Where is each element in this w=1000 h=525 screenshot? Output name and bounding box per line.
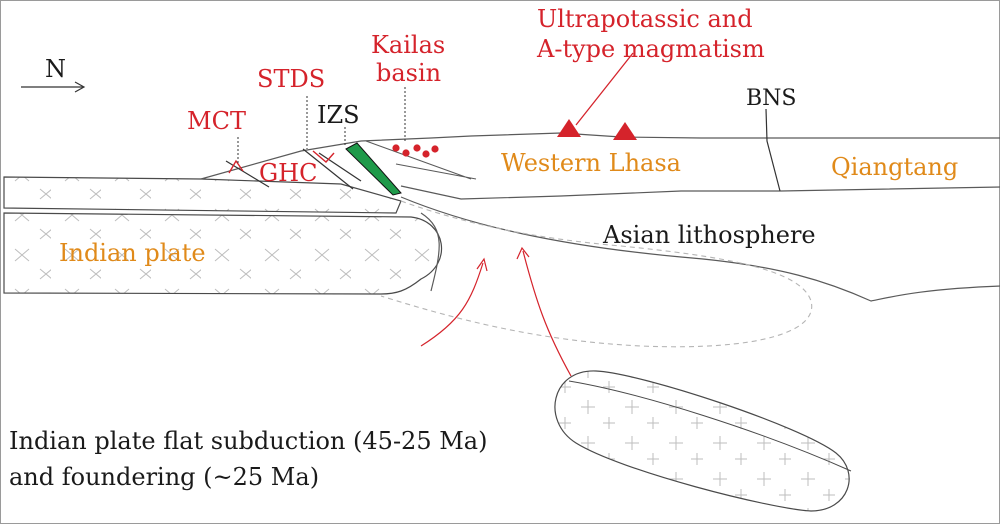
volcano-triangle: [613, 122, 637, 140]
basin-dot: [431, 145, 439, 153]
kailas-wedge-line: [365, 140, 477, 180]
north-label: N: [45, 55, 66, 83]
upper-crust-base: [400, 185, 1000, 200]
indian-crust-band: [3, 176, 402, 214]
dashed-paleo-slab: [380, 200, 813, 348]
upper-plate-surface: [200, 132, 1000, 180]
magmatism-label-line1: Ultrapotassic and: [537, 5, 753, 33]
magmatism-leader: [575, 52, 634, 126]
foundered-slab-inner-line: [568, 380, 852, 472]
bns-fault: [765, 108, 781, 192]
indian-plate-slab: [3, 212, 443, 295]
basin-dot: [413, 144, 421, 152]
arrowhead: [516, 246, 530, 260]
izs-label: IZS: [317, 101, 360, 129]
mantle-flow-arrow-left: [420, 262, 484, 347]
stds-thrust-symbol: [312, 150, 335, 163]
subduction-interface: [400, 196, 1000, 302]
asian-lithosphere-base: [420, 212, 440, 292]
mct-thrust-symbol: [228, 159, 244, 174]
magmatism-label-line2: A-type magmatism: [536, 35, 765, 63]
kailas-label-line1: Kailas: [371, 31, 445, 59]
western-lhasa-label: Western Lhasa: [501, 149, 681, 177]
caption-line2: and foundering (~25 Ma): [9, 463, 319, 491]
qiangtang-label: Qiangtang: [831, 153, 958, 181]
kailas-basin-sediments: [392, 144, 439, 158]
basin-dot: [392, 144, 400, 152]
north-arrowhead: [74, 81, 86, 93]
ghc-fault: [318, 152, 362, 182]
volcano-triangle: [557, 119, 581, 137]
arrowhead: [476, 257, 488, 272]
kailas-label-line2: basin: [376, 59, 441, 87]
mantle-flow-arrow-right: [522, 250, 572, 377]
basin-dot: [402, 149, 410, 157]
caption-line1: Indian plate flat subduction (45-25 Ma): [9, 427, 487, 455]
bns-label: BNS: [746, 86, 797, 111]
asian-lithosphere-label: Asian lithosphere: [602, 221, 816, 249]
foundered-slab: [554, 370, 850, 512]
ghc-label: GHC: [259, 159, 317, 187]
ophiolite-wedge: [345, 142, 402, 196]
stds-fault: [302, 148, 354, 190]
mct-label: MCT: [187, 107, 246, 135]
indian-plate-label: Indian plate: [59, 239, 206, 267]
stds-label: STDS: [257, 65, 325, 93]
basin-dot: [422, 150, 430, 158]
